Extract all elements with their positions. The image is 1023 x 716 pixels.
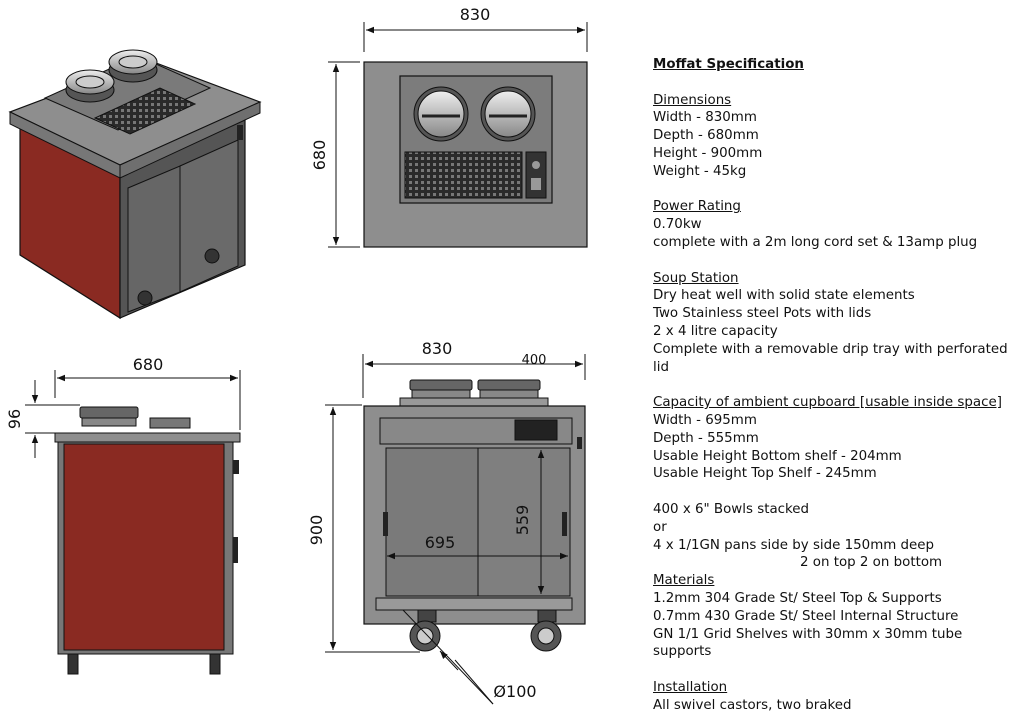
front-width-label: 830 [422, 339, 453, 358]
power-line: 0.70kw [653, 217, 702, 233]
front-door-right [477, 447, 571, 597]
inner-width-label: 695 [425, 533, 456, 552]
cupboard-line: Usable Height Top Shelf - 245mm [653, 466, 877, 482]
side-castor-left [67, 653, 79, 675]
castor-diameter-label: Ø100 [493, 682, 536, 701]
installation-heading: Installation [653, 679, 728, 695]
top-depth-label: 680 [310, 140, 329, 171]
power-line: complete with a 2m long cord set & 13amp… [653, 234, 978, 250]
isometric-view [8, 49, 262, 320]
side-depth-label: 680 [133, 355, 164, 374]
installation-line: All swivel castors, two braked [653, 697, 852, 713]
front-castor-right [530, 609, 562, 652]
front-door-left [385, 447, 479, 597]
spec-title: Moffat Specification [653, 57, 804, 72]
materials-line: 1.2mm 304 Grade St/ Steel Top & Supports [653, 590, 942, 606]
capacity-line: 2 on top 2 on bottom [800, 555, 943, 571]
top-pot-left [417, 90, 465, 138]
top-view: 830 680 [310, 5, 588, 248]
soup-line: Complete with a removable drip tray with… [653, 341, 1008, 375]
dimensions-line: Depth - 680mm [653, 128, 759, 144]
front-castor-left [409, 609, 441, 652]
inner-height-label: 559 [513, 505, 532, 536]
isometric-pots [65, 49, 158, 103]
dimensions-heading: Dimensions [653, 92, 732, 108]
materials-line: GN 1/1 Grid Shelves with 30mm x 30mm tub… [653, 626, 963, 660]
dimensions-line: Weight - 45kg [653, 163, 747, 179]
side-red-panel [63, 443, 225, 651]
soup-line: 2 x 4 litre capacity [653, 323, 778, 339]
side-castor-right [209, 653, 221, 675]
capacity-line: 400 x 6" Bowls stacked [653, 501, 810, 517]
front-400-label: 400 [522, 353, 547, 368]
top-width-label: 830 [460, 5, 491, 24]
soup-heading: Soup Station [653, 270, 739, 286]
soup-line: Two Stainless steel Pots with lids [653, 306, 872, 322]
cupboard-line: Depth - 555mm [653, 430, 759, 446]
top-drip-tray [404, 151, 523, 199]
front-view: 830 400 900 695 559 [307, 339, 586, 705]
top-pot-right [484, 90, 532, 138]
side-view: 680 96 [5, 355, 241, 675]
side-lid-height-label: 96 [5, 409, 24, 429]
cupboard-line: Width - 695mm [653, 412, 757, 428]
cupboard-line: Usable Height Bottom shelf - 204mm [653, 448, 902, 464]
soup-line: Dry heat well with solid state elements [653, 288, 915, 304]
capacity-line: 4 x 1/1GN pans side by side 150mm deep [653, 537, 935, 553]
front-height-label: 900 [307, 515, 326, 546]
specification-panel: Moffat Specification Dimensions Width - … [653, 56, 1021, 714]
side-top-surface [54, 432, 241, 443]
dimensions-line: Width - 830mm [653, 110, 757, 126]
materials-line: 0.7mm 430 Grade St/ Steel Internal Struc… [653, 608, 959, 624]
cupboard-heading: Capacity of ambient cupboard [usable ins… [653, 395, 1002, 411]
capacity-line: or [653, 519, 667, 535]
materials-heading: Materials [653, 573, 715, 589]
dimensions-line: Height - 900mm [653, 145, 763, 161]
power-heading: Power Rating [653, 199, 741, 215]
